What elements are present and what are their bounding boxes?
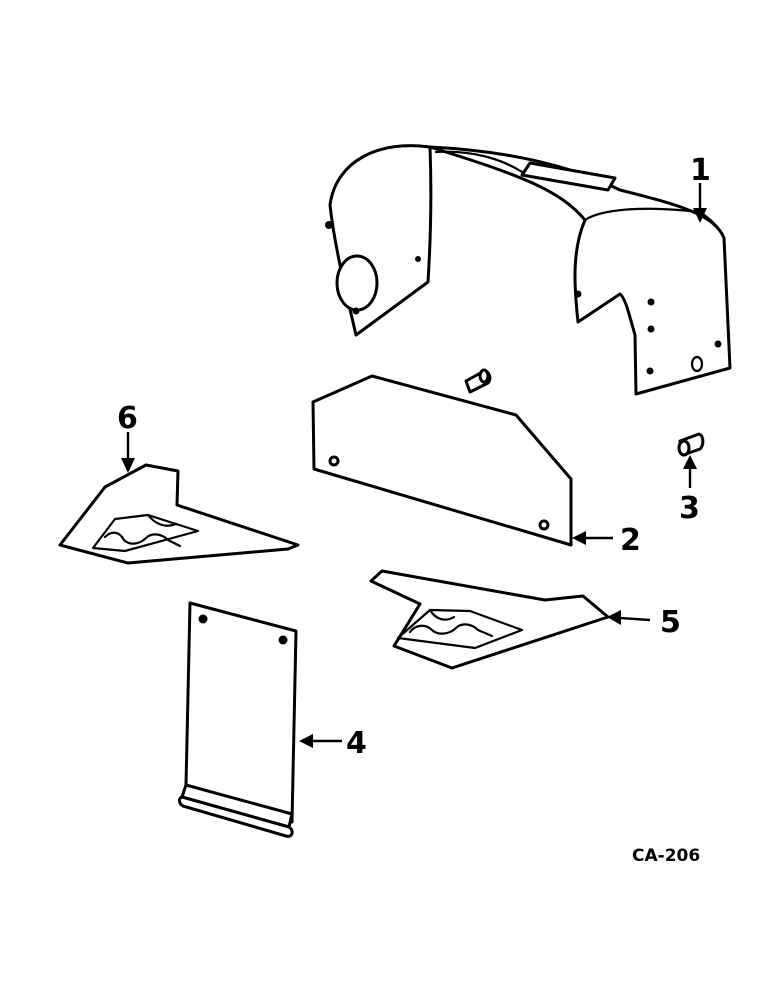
hood-hole [714,340,722,348]
side-plate-hole [538,519,550,531]
hood-hole [415,256,421,262]
part-1-hood-shield [325,144,732,396]
part-6-floor-plate-left [58,463,300,565]
side-plate-hole [328,455,340,467]
hood-hole [646,367,654,375]
floor-plate-left-outline [58,463,300,565]
hood-hole [574,290,582,298]
hood-hole [352,307,360,315]
hood-top-ridge [434,150,524,174]
part-4-flap [178,601,298,838]
callout-5: 5 [660,605,681,640]
part-3-stud-lower [677,432,705,457]
hood-inner-edge [583,207,726,240]
callout-1: 1 [690,153,711,188]
callout-3: 3 [679,491,700,526]
flap-panel [184,601,298,824]
leader-6 [121,432,135,473]
floor-plate-right-cutout [396,608,524,650]
hood-slot [690,355,704,373]
leader-1 [693,183,707,223]
callout-6: 6 [117,401,138,436]
callout-4: 4 [346,726,367,761]
part-3-stud-upper [464,368,492,394]
hood-top-strip [520,161,617,192]
floor-plate-right-cutout-detail [408,623,494,638]
stud-end [677,439,691,457]
flap-bottom-roll [178,795,294,838]
leader-5 [607,610,651,625]
flap-hole [278,635,288,645]
hood-round-opening [335,254,379,312]
figure-code: CA-206 [632,846,700,866]
side-plate-outline [311,374,573,547]
leader-3 [683,455,697,488]
hood-hole [647,298,655,306]
leader-4 [299,734,342,748]
callout-2: 2 [620,523,641,558]
part-2-side-plate [311,374,573,547]
floor-plate-left-cutout-detail [103,531,182,548]
flap-hole [198,614,208,624]
leader-2 [572,531,613,545]
floor-plate-left-cutout [91,513,200,553]
hood-hole [325,221,333,229]
floor-plate-left-cutout-detail [146,513,178,527]
floor-plate-right-outline [369,569,610,670]
floor-plate-right-cutout-detail [428,608,456,621]
hood-hole [647,325,655,333]
stud-end [478,368,490,384]
part-5-floor-plate-right [369,569,610,670]
